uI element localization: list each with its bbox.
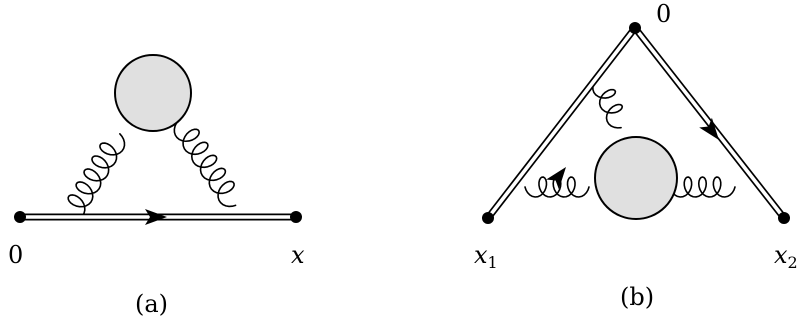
label-a-x: x [291,241,305,269]
label-a-0: 0 [8,241,23,269]
vertex-b-x1 [482,212,494,224]
gluon-a-left [67,133,126,221]
arrow-a [145,209,167,225]
arrow-b-right [699,117,719,140]
arrow-b-left [546,167,566,190]
label-b-x1: x1 [474,241,498,272]
vertex-a-x [290,211,302,223]
wilson-line-b-left [485,25,638,221]
vertex-b-0 [629,22,641,34]
vertex-a-0 [14,211,26,223]
caption-a: (a) [135,290,168,318]
label-b-0: 0 [656,0,671,28]
diagram-a: 0 x (a) [8,54,305,318]
label-b-x1-base: x [474,241,488,269]
caption-b: (b) [620,283,654,311]
label-b-x2-base: x [774,241,788,269]
vertex-b-x2 [778,212,790,224]
label-b-x2: x2 [774,241,798,272]
gluon-a-right [173,119,237,208]
blob-b [594,136,678,220]
diagram-b: 0 x1 x2 (b) [474,0,798,311]
gluon-b-top [592,76,624,129]
gluon-b-right [669,176,736,198]
label-b-x1-sub: 1 [488,253,498,272]
wilson-line-b-right [632,25,787,221]
blob-a [114,54,192,132]
label-b-x2-sub: 2 [788,253,798,272]
